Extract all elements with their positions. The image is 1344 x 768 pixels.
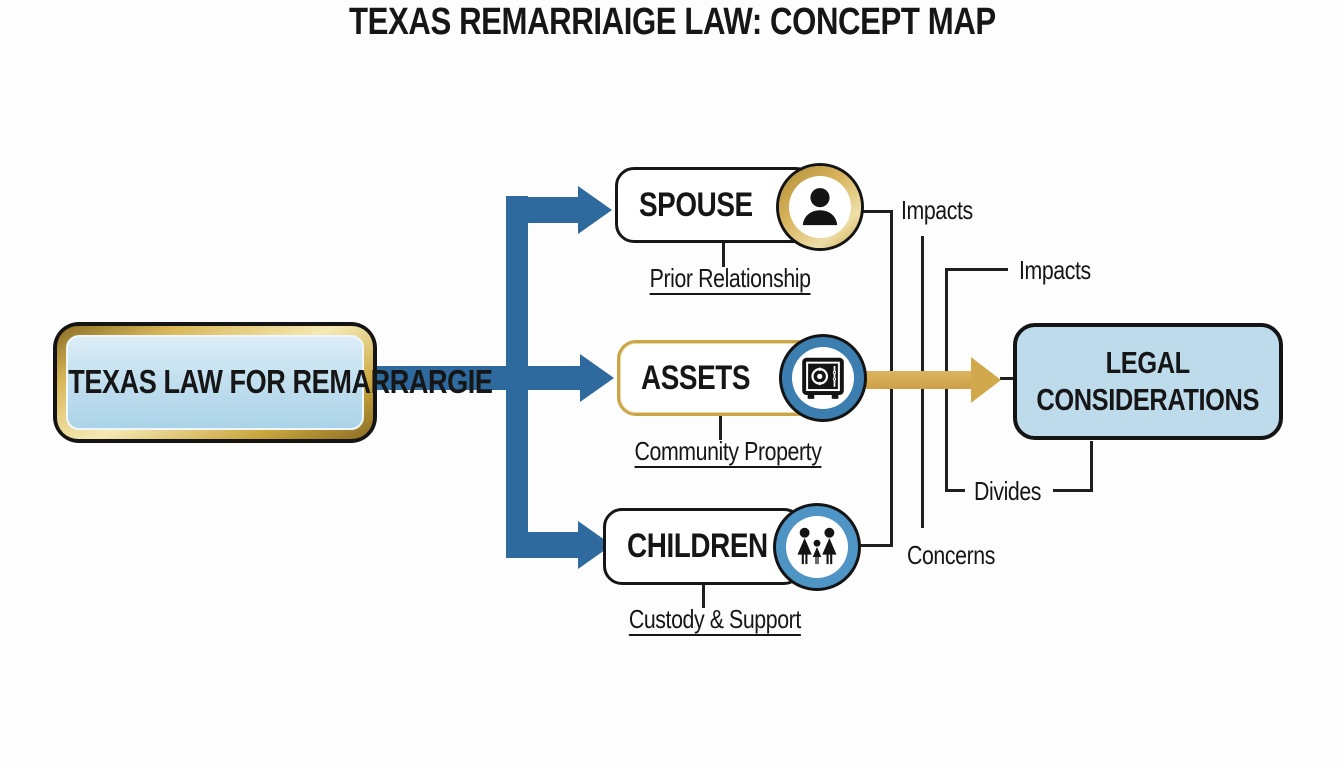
- edge-divides-to-target-vertical-line: [1090, 441, 1093, 492]
- edge-divides-left-elbow-line: [945, 489, 965, 492]
- root-node-gold-frame: TEXAS LAW FOR REMARRARGIE: [57, 326, 493, 439]
- gold-arrow-shaft: [866, 371, 972, 389]
- node-legal-considerations: LEGAL CONSIDERATIONS: [1013, 323, 1283, 440]
- assets-sublabel: Community Property: [634, 436, 822, 466]
- page-title-text: TEXAS REMARRIAIGE LAW: CONCEPT MAP: [348, 1, 996, 43]
- assets-sublabel-tick: [719, 415, 722, 440]
- person-icon: [789, 176, 851, 238]
- arrowhead-to-spouse-icon: [578, 186, 612, 234]
- gold-arrowhead-icon: [971, 357, 1001, 403]
- branch-trunk: [506, 196, 528, 558]
- edge-spouse-horizontal-line: [858, 210, 893, 213]
- root-node-body: TEXAS LAW FOR REMARRARGIE: [66, 335, 493, 430]
- edge-children-horizontal-line: [858, 544, 893, 547]
- edge-label-impacts-top: Impacts: [1019, 255, 1091, 285]
- node-assets: ASSETS: [617, 340, 817, 416]
- root-node-label: TEXAS LAW FOR REMARRARGIE: [67, 363, 493, 401]
- branch-middle-arm: [528, 366, 580, 390]
- edge-divides-right-horizontal-line: [1053, 489, 1093, 492]
- arrowhead-to-assets-icon: [580, 354, 614, 402]
- branch-bottom-arm: [528, 532, 578, 558]
- family-icon: [786, 516, 848, 578]
- edge-label-concerns: Concerns: [907, 540, 995, 570]
- spouse-sublabel-tick: [722, 243, 725, 267]
- safe-icon: [792, 347, 854, 409]
- spouse-label: SPOUSE: [639, 185, 753, 224]
- legal-considerations-label: LEGAL CONSIDERATIONS: [1036, 344, 1260, 417]
- edge-label-impacts-spouse: Impacts: [901, 195, 973, 225]
- edge-label-divides: Divides: [974, 476, 1042, 506]
- node-texas-law-for-remarriage: TEXAS LAW FOR REMARRARGIE: [53, 322, 493, 443]
- edge-gold-arrow-to-target-line: [1000, 377, 1014, 380]
- assets-badge: [782, 337, 864, 419]
- branch-top-arm: [528, 197, 578, 223]
- children-sublabel: Custody & Support: [629, 604, 801, 634]
- page-title: TEXAS REMARRIAIGE LAW: CONCEPT MAP: [0, 1, 1344, 44]
- children-label: CHILDREN: [627, 527, 768, 565]
- spouse-badge: [779, 166, 861, 248]
- assets-label: ASSETS: [641, 358, 751, 397]
- node-spouse: SPOUSE: [615, 167, 815, 243]
- children-badge: [776, 506, 858, 588]
- spouse-sublabel: Prior Relationship: [649, 263, 811, 293]
- children-sublabel-tick: [702, 585, 705, 608]
- branch-main-shaft: [374, 366, 528, 390]
- edge-impacts-top-horizontal-line: [945, 268, 1008, 271]
- node-children: CHILDREN: [603, 508, 803, 585]
